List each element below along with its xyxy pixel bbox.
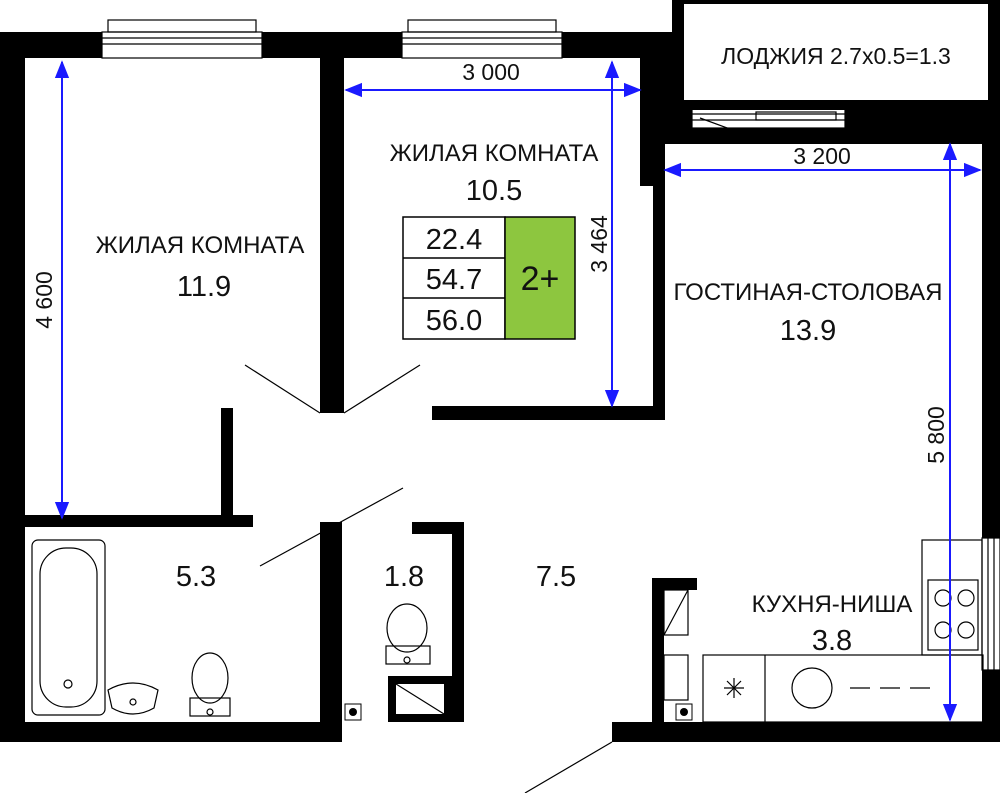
sink-icon	[107, 682, 159, 715]
walls	[0, 0, 1000, 742]
room-area-wc: 1.8	[384, 561, 424, 593]
dim-center-width: 3 000	[462, 59, 520, 85]
kitchen-counter	[702, 654, 984, 723]
room-area-kitchen: 3.8	[812, 625, 852, 657]
bathtub	[31, 539, 106, 716]
room-name-living-left: ЖИЛАЯ КОМНАТА	[96, 232, 305, 259]
summary-living-area: 22.4	[426, 224, 482, 256]
room-count-badge	[504, 216, 576, 340]
loggia-label: ЛОДЖИЯ 2.7х0.5=1.3	[721, 43, 951, 69]
sparkle-icon	[724, 678, 744, 698]
kitchen-shaft	[663, 589, 693, 721]
windows	[101, 19, 1000, 671]
room-area-living-dining: 13.9	[780, 315, 836, 347]
stove-icon	[921, 539, 983, 656]
wc-shaft	[344, 676, 452, 722]
toilet-icon	[189, 652, 231, 717]
area-summary: 22.4 54.7 56.0 2+	[402, 216, 576, 340]
dim-center-height: 3 464	[586, 215, 612, 273]
dim-right-width: 3 200	[793, 143, 851, 169]
room-area-living-left: 11.9	[177, 271, 231, 303]
dim-left-height: 4 600	[31, 271, 57, 329]
room-name-living-center: ЖИЛАЯ КОМНАТА	[390, 140, 599, 167]
summary-total-with-loggia: 56.0	[426, 305, 482, 337]
room-area-hall: 7.5	[536, 561, 576, 593]
wc-toilet-icon	[385, 603, 431, 665]
room-name-kitchen: КУХНЯ-НИША	[752, 591, 913, 618]
summary-total-area: 54.7	[426, 264, 482, 296]
dimension-lines	[54, 60, 982, 722]
dim-right-height: 5 800	[923, 406, 949, 464]
room-name-living-dining: ГОСТИНАЯ-СТОЛОВАЯ	[674, 279, 943, 306]
doors	[244, 364, 613, 793]
room-area-bathroom: 5.3	[176, 561, 216, 593]
room-area-living-center: 10.5	[466, 175, 522, 207]
room-count-label: 2+	[521, 260, 560, 298]
